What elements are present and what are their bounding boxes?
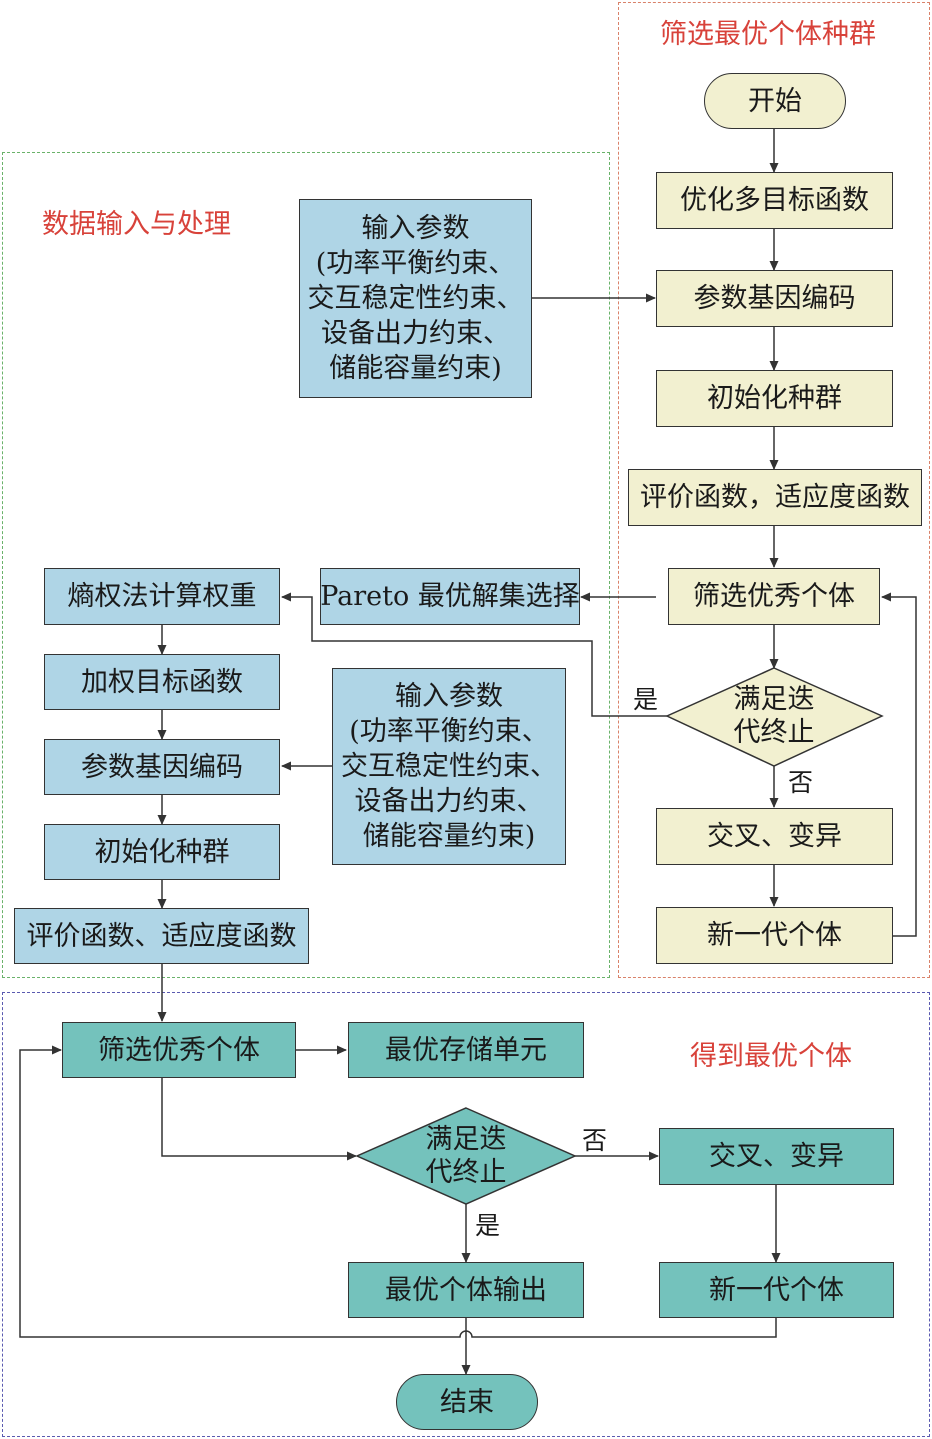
region-get-best xyxy=(2,992,930,1437)
decision-text-bottom: 满足迭 代终止 xyxy=(425,1124,507,1188)
crossover-mutation-bottom-box: 交叉、变异 xyxy=(659,1128,894,1185)
optimize-objective-box: 优化多目标函数 xyxy=(656,172,893,229)
region-title-get-best: 得到最优个体 xyxy=(690,1041,852,1072)
yes-label-right: 是 xyxy=(633,685,659,714)
region-select-best xyxy=(618,2,930,978)
gene-encoding-box: 参数基因编码 xyxy=(656,270,893,327)
decision-text-right: 满足迭 代终止 xyxy=(733,684,815,748)
init-population-left-box: 初始化种群 xyxy=(44,824,280,880)
select-individuals-box: 筛选优秀个体 xyxy=(668,568,880,625)
init-population-box: 初始化种群 xyxy=(656,370,893,427)
region-title-select-best: 筛选最优个体种群 xyxy=(660,19,876,50)
select-individuals-bottom-box: 筛选优秀个体 xyxy=(62,1022,296,1078)
region-data-input xyxy=(2,152,610,978)
crossover-mutation-box: 交叉、变异 xyxy=(656,808,893,865)
new-generation-bottom-box: 新一代个体 xyxy=(659,1262,894,1318)
decision-diamond-right xyxy=(665,667,884,767)
yes-label-bottom: 是 xyxy=(475,1211,501,1240)
no-label-right: 否 xyxy=(788,768,814,797)
gene-encoding-left-box: 参数基因编码 xyxy=(44,739,280,795)
weighted-objective-box: 加权目标函数 xyxy=(44,654,280,710)
decision-diamond-bottom xyxy=(355,1107,577,1205)
start-terminal: 开始 xyxy=(704,73,846,129)
input-params-mid-box: 输入参数 (功率平衡约束、 交互稳定性约束、 设备出力约束、 储能容量约束) xyxy=(332,668,566,865)
best-individual-output-box: 最优个体输出 xyxy=(348,1262,584,1318)
no-label-bottom: 否 xyxy=(582,1126,608,1155)
evaluate-fitness-box: 评价函数，适应度函数 xyxy=(628,469,922,526)
evaluate-fitness-left-box: 评价函数、适应度函数 xyxy=(14,908,309,964)
best-storage-unit-box: 最优存储单元 xyxy=(348,1022,584,1078)
new-generation-box: 新一代个体 xyxy=(656,907,893,964)
entropy-weight-box: 熵权法计算权重 xyxy=(44,568,280,625)
end-terminal: 结束 xyxy=(396,1374,538,1430)
region-title-data-input: 数据输入与处理 xyxy=(42,209,231,240)
input-params-top-box: 输入参数 (功率平衡约束、 交互稳定性约束、 设备出力约束、 储能容量约束) xyxy=(299,199,532,398)
pareto-selection-box: Pareto 最优解集选择 xyxy=(320,568,580,625)
